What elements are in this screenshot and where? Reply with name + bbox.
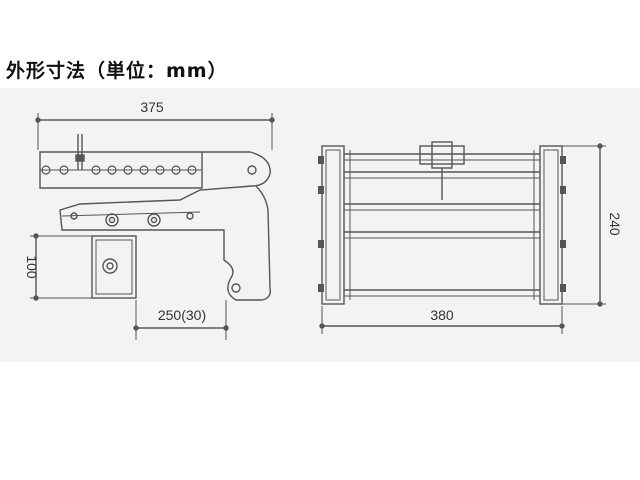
right-bracket-inner [543,149,559,301]
bracket-bolts [318,156,566,292]
bolt-nut [105,213,119,227]
pin-collar [75,154,85,162]
dim-label-375: 375 [140,99,164,115]
bolt-center [150,216,158,224]
lower-plate [91,235,137,299]
dim-label-380: 380 [430,307,454,323]
left-bracket-inner [325,149,341,301]
front-view [318,141,606,334]
dim-marker [223,325,229,331]
dim-marker [35,117,41,123]
clamp-body [59,151,272,301]
upper-rail [39,151,203,189]
lower-plate-inner [95,239,133,295]
dim-marker [559,323,565,329]
left-bracket [321,145,345,305]
small-hole [70,212,78,220]
side-view [30,113,275,340]
dim-marker [133,325,139,331]
lower-bar-edge [61,211,201,217]
drawing-area [0,88,640,362]
dim-label-100: 100 [24,255,40,279]
center-fitting [419,145,465,165]
plate-bolt-center [106,262,114,270]
hole-row [41,165,197,175]
dim-marker [33,233,39,239]
plate-bolt [102,258,118,274]
dim-marker [319,323,325,329]
dim-marker [33,295,39,301]
bolt-center [108,216,116,224]
dim-label-240: 240 [607,212,623,236]
small-hole [186,212,194,220]
right-bracket [539,145,563,305]
dim-label-250: 250(30) [158,307,206,323]
dim-marker [597,301,603,307]
pivot-hole [247,165,257,175]
dim-marker [269,117,275,123]
page-title: 外形寸法（単位：mm） [6,60,228,82]
dim-marker [597,143,603,149]
jaw-hole [231,283,241,293]
bolt-nut [147,213,161,227]
